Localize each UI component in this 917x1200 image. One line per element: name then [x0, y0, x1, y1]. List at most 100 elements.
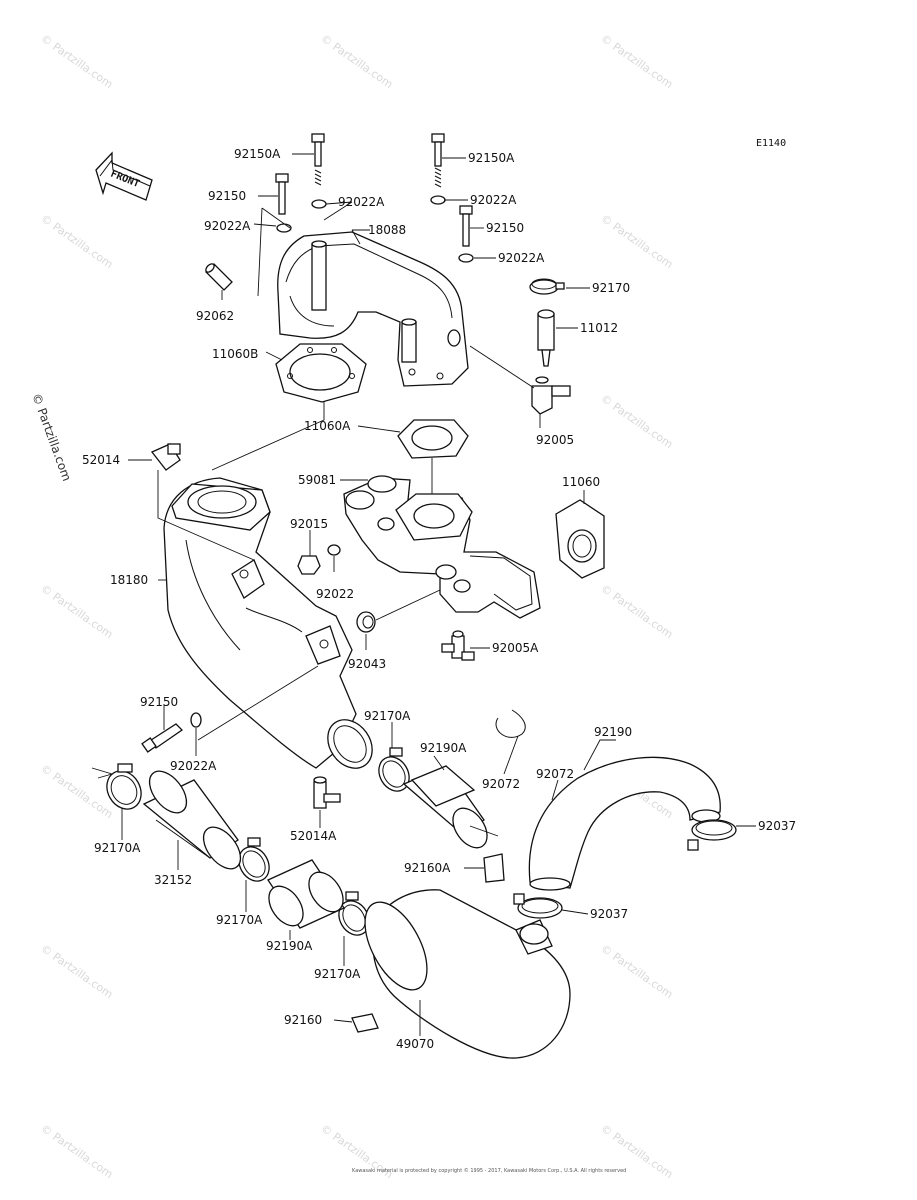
part-label: 92037 — [758, 819, 796, 833]
part-label: 92170A — [364, 709, 411, 723]
hose-92190A-upper — [402, 765, 488, 849]
part-label: 92037 — [590, 907, 628, 921]
bolt-92150-bottom — [141, 723, 184, 753]
bolt-92150-right — [459, 205, 473, 247]
band-92072-upper — [495, 709, 526, 738]
washer-icon — [458, 253, 474, 263]
part-label: 92015 — [290, 517, 328, 531]
watermark: © Partzilla.com — [38, 942, 115, 1001]
part-label: 92170A — [314, 967, 361, 981]
part-label: 11012 — [580, 321, 618, 335]
stud-92062 — [205, 263, 233, 291]
part-label: 92062 — [196, 309, 234, 323]
washer-icon — [327, 544, 341, 556]
watermark: © Partzilla.com — [38, 212, 115, 271]
part-label: 92043 — [348, 657, 386, 671]
gasket-11060 — [555, 499, 605, 579]
exhaust-manifold-18088 — [277, 231, 469, 387]
part-label: 92150A — [234, 147, 281, 161]
clamp-92170A-mid — [238, 837, 270, 882]
bolt-92150A-right — [431, 133, 445, 188]
clamp-92170 — [529, 278, 565, 295]
bolt-92150-left — [275, 173, 289, 215]
clamp-92037-upper — [687, 819, 737, 851]
fitting-92005A — [441, 630, 475, 661]
nut-92015 — [297, 555, 321, 575]
part-label: 92150 — [486, 221, 524, 235]
muffler-49070 — [364, 889, 571, 1059]
part-label: 11060A — [304, 419, 351, 433]
part-label: 92190 — [594, 725, 632, 739]
part-label: 92190A — [266, 939, 313, 953]
washer-icon — [276, 223, 292, 233]
part-label: 92150A — [468, 151, 515, 165]
part-label: 92022A — [170, 759, 217, 773]
part-label: 59081 — [298, 473, 336, 487]
gasket-11060A — [397, 419, 469, 459]
watermark: © Partzilla.com — [38, 32, 115, 91]
watermark: © Partzilla.com — [38, 582, 115, 641]
watermark: © Partzilla.com — [598, 392, 675, 451]
watermark: © Partzilla.com — [38, 762, 115, 821]
collar-92043 — [356, 611, 376, 633]
exhaust-manifold-59081 — [343, 475, 541, 619]
part-label: 92160A — [404, 861, 451, 875]
part-label: 92022A — [470, 193, 517, 207]
watermark: © Partzilla.com — [38, 1122, 115, 1181]
bolt-92150A-left — [311, 133, 325, 186]
part-label: 52014A — [290, 829, 337, 843]
fitting-92005 — [531, 376, 571, 415]
clamp-92170A-lower — [338, 891, 370, 936]
part-label: 18088 — [368, 223, 406, 237]
pad-92160A — [483, 853, 505, 883]
hose-11012 — [537, 309, 555, 367]
clamp-92170A-left — [106, 763, 142, 810]
part-label: 92160 — [284, 1013, 322, 1027]
gasket-11060B — [275, 343, 367, 403]
pipe-32152 — [142, 770, 242, 870]
expansion-chamber-18180 — [163, 477, 373, 769]
part-label: 92150 — [208, 189, 246, 203]
part-label: 92170 — [592, 281, 630, 295]
front-arrow-icon: FRONT — [95, 151, 153, 201]
watermark-side: © Partzilla.com — [29, 391, 74, 483]
part-label: 92022A — [204, 219, 251, 233]
part-label: 92005A — [492, 641, 539, 655]
part-label: 92150 — [140, 695, 178, 709]
washer-icon — [430, 195, 446, 205]
part-label: 92005 — [536, 433, 574, 447]
part-label: 32152 — [154, 873, 192, 887]
diagram-code: E1140 — [756, 138, 786, 149]
part-label: 49070 — [396, 1037, 434, 1051]
watermark: © Partzilla.com — [598, 942, 675, 1001]
watermark: © Partzilla.com — [598, 212, 675, 271]
fitting-52014A — [313, 776, 341, 809]
part-label: 92072 — [536, 767, 574, 781]
part-label: 92022A — [498, 251, 545, 265]
part-labels: 92150A 92150A 92150 92022A 92022A 92022A… — [82, 147, 796, 1051]
clamp-92037-lower — [513, 893, 563, 919]
part-label: 92170A — [94, 841, 141, 855]
leader-lines — [91, 153, 756, 1036]
part-label: 11060B — [212, 347, 258, 361]
watermark: © Partzilla.com — [598, 32, 675, 91]
part-label: 92170A — [216, 913, 263, 927]
watermark: © Partzilla.com — [598, 582, 675, 641]
part-label: 18180 — [110, 573, 148, 587]
part-label: 11060 — [562, 475, 600, 489]
copyright-footer: Kawasaki material is protected by copyri… — [352, 1167, 626, 1174]
washer-icon — [311, 199, 327, 209]
washer-icon — [190, 712, 202, 728]
pad-92160 — [351, 1013, 379, 1033]
part-label: 92022A — [338, 195, 385, 209]
watermark: © Partzilla.com — [318, 32, 395, 91]
hose-92190 — [528, 756, 721, 891]
clamp-92170A-upper — [378, 747, 410, 792]
part-label: 52014 — [82, 453, 120, 467]
part-label: 92190A — [420, 741, 467, 755]
part-label: 92072 — [482, 777, 520, 791]
hose-92190A-lower — [267, 859, 345, 929]
fitting-52014 — [150, 443, 181, 471]
part-label: 92022 — [316, 587, 354, 601]
